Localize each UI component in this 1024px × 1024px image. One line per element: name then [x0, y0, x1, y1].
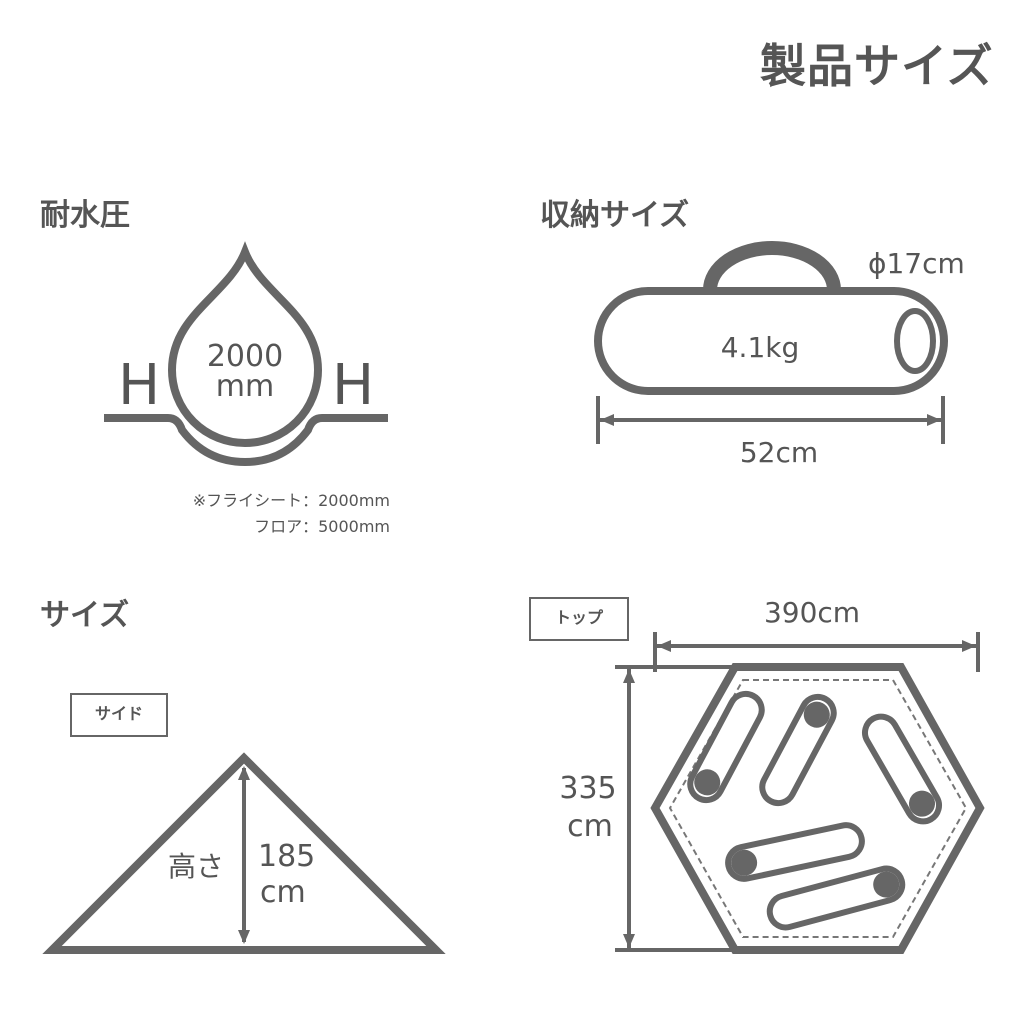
ground-line	[104, 414, 388, 467]
side-view-triangle	[42, 752, 446, 954]
size-title: サイズ	[40, 598, 130, 633]
storage-diameter: ϕ17cm	[868, 247, 965, 280]
water-pressure-title: 耐水圧	[40, 198, 130, 233]
water-drop-icon	[167, 241, 323, 447]
floor-note: フロア：5000mm	[254, 517, 390, 536]
height-value-line2: cm	[260, 875, 306, 910]
height-value-line1: 185	[258, 839, 315, 874]
storage-size-title: 収納サイズ	[540, 198, 690, 233]
height-label: 高さ	[168, 850, 224, 883]
sleeping-bags	[687, 690, 942, 931]
storage-length-dimension	[596, 396, 945, 444]
depth-value-line2: cm	[567, 809, 613, 844]
storage-length: 52cm	[740, 436, 818, 469]
width-value: 390cm	[764, 596, 860, 629]
water-pressure-value-line1: 2000	[207, 339, 283, 374]
top-view-hexagon	[650, 663, 985, 954]
fly-sheet-note: ※フライシート：2000mm	[192, 491, 390, 510]
water-pressure-value-line2: mm	[216, 369, 274, 404]
depth-value-line1: 335	[559, 771, 616, 806]
storage-weight: 4.1kg	[721, 331, 800, 364]
side-view-label: サイド	[70, 693, 168, 737]
depth-dimension	[615, 665, 740, 952]
left-h-letter: H	[118, 353, 160, 418]
storage-bag-icon	[594, 241, 948, 395]
right-h-letter: H	[332, 353, 374, 418]
page-title: 製品サイズ	[760, 39, 994, 93]
top-view-label: トップ	[529, 597, 629, 641]
